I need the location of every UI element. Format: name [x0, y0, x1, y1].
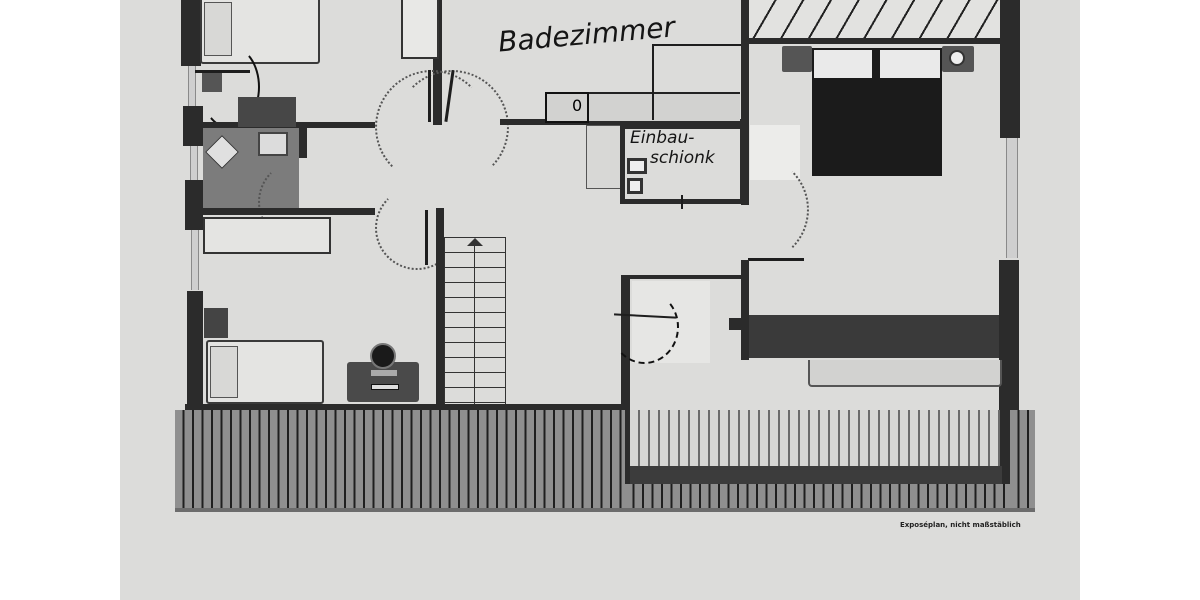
stair-arrow-line: [474, 244, 475, 404]
window-right: [1006, 138, 1018, 258]
plan-caption: Exposéplan, nicht maßstäblich: [900, 521, 1021, 529]
dresser-edge: [729, 318, 749, 330]
wall-bottom-main: [185, 404, 625, 411]
wall-small-bath-right: [299, 128, 307, 158]
shower-line-vertical: [652, 44, 654, 120]
wall-small-bath-bottom: [185, 208, 375, 215]
double-bed: [812, 48, 942, 176]
shower-line-horizontal: [652, 44, 742, 46]
chair-icon: [370, 343, 396, 369]
outer-wall-left-3: [185, 180, 203, 230]
desk-drawer: [371, 384, 399, 390]
bathroom-sink: 0: [545, 92, 589, 123]
lamp-icon: [949, 50, 965, 66]
wall-storage-left: [621, 275, 630, 485]
balcony-deck-right-edge: [1010, 410, 1035, 510]
window-left-3: [191, 230, 199, 290]
pillow: [210, 346, 238, 398]
wall-bathroom-bottom: [500, 119, 745, 125]
wall-master-lower-left: [741, 260, 749, 360]
balcony-railing: [630, 466, 1002, 484]
pen-door-arc: [610, 290, 679, 364]
sink-symbol: 0: [572, 96, 583, 115]
closet-shelf-1: [627, 158, 647, 174]
door-leaf-master: [748, 258, 804, 261]
wall-right-outer-1: [1000, 0, 1020, 138]
nightstand-bottom-left: [204, 308, 228, 338]
door-swing-master[interactable]: [700, 155, 809, 264]
outer-wall-left-4: [187, 291, 203, 407]
door-swing-small-bath[interactable]: [258, 160, 342, 244]
window-left-1: [188, 66, 196, 106]
bed-bottom-left: [206, 340, 324, 404]
wardrobe-bottom-left: [203, 217, 331, 254]
wall-storage-top: [621, 275, 741, 279]
nightstand-left: [782, 46, 812, 72]
balcony-deck-right: [625, 484, 1035, 511]
outer-wall-left-1: [181, 0, 201, 66]
staircase[interactable]: [444, 237, 506, 406]
deck-bottom-edge: [175, 508, 1035, 512]
wall-hall-left-lower: [436, 208, 444, 408]
nightstand-right: [942, 46, 974, 72]
wall-master-left: [741, 0, 749, 205]
cabinet-small-bath: [238, 97, 296, 127]
closet-upper-left: [401, 0, 439, 59]
dresser: [749, 315, 999, 358]
bathroom-counter: [545, 92, 740, 121]
wall-hall-left-upper: [433, 0, 442, 125]
desk: [347, 362, 419, 402]
label-builtin-closet-1: Einbau-: [630, 128, 695, 148]
stair-arrow-up-icon: [467, 238, 483, 246]
door-bottom-left-leaf: [425, 210, 428, 265]
balcony-deck-left: [175, 410, 625, 510]
pen-mark: [681, 195, 683, 209]
pillow-right: [880, 50, 940, 78]
pillow-left: [814, 50, 872, 78]
label-builtin-closet-2: schionk: [650, 148, 715, 168]
window-left-2: [190, 146, 198, 180]
roof-hatch-area: [749, 0, 1000, 38]
desk-drawer: [371, 370, 397, 376]
door-swing-hall-left[interactable]: [375, 70, 489, 184]
wall-master-top: [749, 38, 1000, 44]
door-swing-bottom-left[interactable]: [375, 186, 459, 270]
closet-shelf-2: [627, 178, 643, 194]
balcony-deck-light: [630, 410, 1000, 466]
door-leaf-hall: [428, 70, 431, 122]
cabinet-hall: [586, 125, 623, 189]
sink-icon: [258, 132, 288, 156]
sofa: [808, 360, 1002, 387]
